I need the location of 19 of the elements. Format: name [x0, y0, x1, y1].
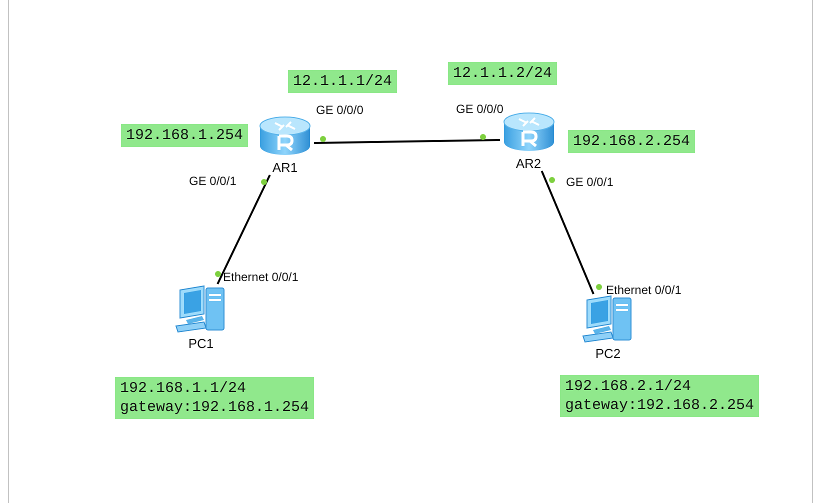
port-label: Ethernet 0/0/1 [606, 283, 682, 297]
address-box: 192.168.2.254 [568, 130, 696, 153]
address-box: 12.1.1.1/24 [288, 70, 398, 93]
port-label: GE 0/0/1 [189, 174, 236, 188]
device-label: PC2 [595, 346, 621, 361]
port-label: GE 0/0/0 [456, 102, 504, 116]
port-label: Ethernet 0/0/1 [223, 270, 298, 284]
address-box: 192.168.1.1/24 gateway:192.168.1.254 [115, 377, 314, 419]
network-link [216, 174, 271, 284]
network-link [314, 138, 500, 144]
device-label: AR1 [272, 160, 298, 175]
network-link [540, 170, 594, 294]
port-label: GE 0/0/1 [566, 175, 614, 189]
address-box: 192.168.2.1/24 gateway:192.168.2.254 [560, 375, 760, 417]
address-box: 12.1.1.2/24 [448, 62, 558, 85]
port-label: GE 0/0/0 [316, 103, 364, 117]
device-label: PC1 [188, 336, 214, 351]
address-box: 192.168.1.254 [121, 124, 248, 147]
device-label: AR2 [516, 156, 542, 171]
